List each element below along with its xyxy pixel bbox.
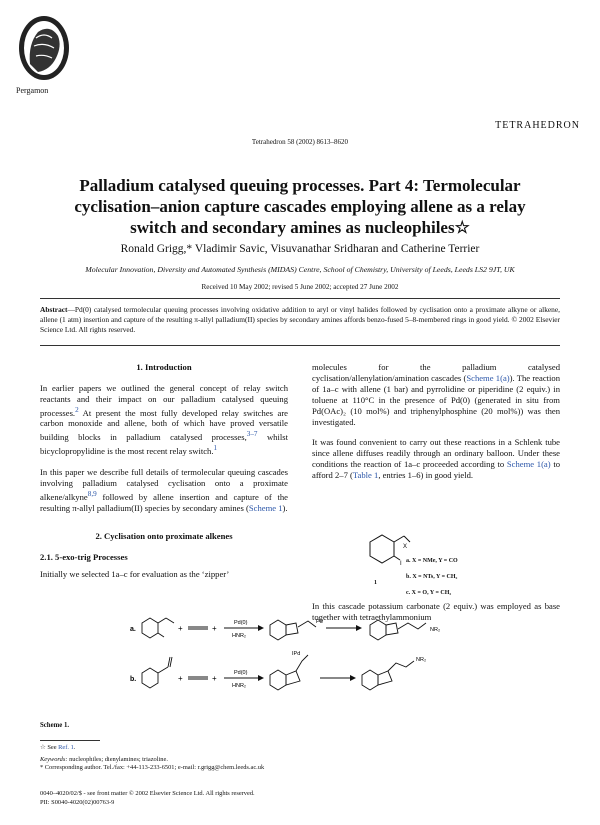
svg-text:I: I — [400, 561, 402, 567]
arrow-reagent-top: Pd(0) — [234, 670, 248, 676]
text-span: . — [73, 744, 76, 751]
pd-label: Pd — [316, 619, 323, 625]
publisher-logo — [16, 14, 72, 86]
text-span: , entries 1–6) in good yield. — [378, 470, 474, 481]
received-dates: Received 10 May 2002; revised 5 June 200… — [201, 283, 399, 291]
text-span: ☆ See — [40, 744, 59, 751]
ref-link[interactable]: 3–7 — [246, 430, 258, 439]
right-paragraph-2: It was found convenient to carry out the… — [312, 437, 560, 481]
product-ring — [369, 619, 387, 641]
journal-citation: Tetrahedron 58 (2002) 8613–8620 — [251, 138, 349, 146]
ipd-label: IPd — [292, 651, 300, 657]
compound-variant-c: c. X = O, Y = CH₂ — [406, 590, 452, 596]
arrow-reagent-top: Pd(0) — [234, 620, 248, 626]
corresponding-author: * Corresponding author. Tel./fax: +44-11… — [40, 764, 265, 772]
intro-paragraph-2: In this paper we describe full details o… — [40, 467, 288, 513]
text-span: In earlier papers we outlined the genera… — [40, 382, 288, 418]
journal-name: TETRAHEDRON — [495, 120, 580, 131]
author-list: Ronald Grigg,* Vladimir Savic, Visuvanat… — [120, 243, 480, 255]
title-line-3: switch and secondary amines as nucleophi… — [130, 218, 470, 237]
section-2-heading: 2. Cyclisation onto proximate alkenes — [95, 531, 233, 542]
bottom-matter: 0040–4020/02/$ - see front matter © 2002… — [40, 790, 560, 807]
compound-variant-a: a. X = NMe, Y = CO — [406, 558, 458, 564]
ref-link[interactable]: 2 — [75, 405, 79, 414]
publisher-name: Pergamon — [16, 86, 49, 95]
pii-line: PII: S0040-4020(02)00763-9 — [40, 798, 115, 806]
left-column: 1. Introduction In earlier papers we out… — [40, 362, 288, 590]
intermediate-ring — [269, 669, 287, 691]
arrow-reagent-bottom: HNR₂ — [232, 683, 246, 689]
scheme-1-drawing: a. + + Pd(0) HNR₂ Pd NR₂ b. + + Pd — [130, 617, 440, 691]
nr2-label: NR₂ — [416, 657, 426, 663]
svg-text:X: X — [403, 544, 407, 550]
compound-1-drawing: I X — [369, 534, 411, 567]
abstract-bottom-rule — [40, 345, 560, 346]
right-column: molecules for the palladium catalysed cy… — [312, 362, 560, 491]
text-span: ). The reaction of 1a–c with allene (1 b… — [312, 372, 560, 427]
scheme-1: a. + + Pd(0) HNR₂ Pd NR₂ b. + + Pd — [130, 615, 570, 710]
scheme-caption: Scheme 1. — [40, 722, 70, 729]
section-2-paragraph: Initially we selected 1a–c for evaluatio… — [40, 569, 230, 580]
title-line-1: Palladium catalysed queuing processes. P… — [79, 176, 521, 195]
text-span: In this paper we describe full details o… — [40, 466, 288, 502]
article-title: Palladium catalysed queuing processes. P… — [60, 175, 540, 238]
svg-text:+: + — [212, 624, 217, 633]
intro-paragraph-1: In earlier papers we outlined the genera… — [40, 383, 288, 457]
title-line-2: cyclisation–anion capture cascades emplo… — [74, 197, 526, 216]
right-paragraph-3: In this cascade potassium carbonate (2 e… — [312, 601, 560, 622]
intermediate-ring — [269, 619, 287, 641]
compound-variant-b: b. X = NTs, Y = CH₂ — [406, 574, 458, 580]
keywords-text: nucleophiles; dienylamines; triazoline. — [67, 755, 168, 763]
compound-1-structure: I X 1 a. X = NMe, Y = CO b. X = NTs, Y =… — [360, 530, 560, 596]
svg-text:+: + — [178, 624, 183, 633]
subsection-heading: 2.1. 5-exo-trig Processes — [40, 552, 128, 563]
keywords-label: Keywords: — [40, 755, 68, 763]
issn-line: 0040–4020/02/$ - see front matter © 2002… — [40, 790, 255, 797]
right-paragraph-1: molecules for the palladium catalysed cy… — [312, 362, 560, 427]
ref-link[interactable]: Ref. 1 — [58, 744, 74, 751]
benzene-ring — [141, 667, 159, 689]
affiliation: Molecular Innovation, Diversity and Auto… — [85, 265, 515, 274]
abstract-text: —Pd(0) catalysed termolecular queuing pr… — [40, 305, 560, 334]
arrow-reagent-bottom: HNR₂ — [232, 633, 246, 639]
scheme-link[interactable]: Scheme 1 — [248, 502, 283, 513]
title-footnote: ☆ See Ref. 1. — [40, 744, 560, 753]
text-span: molecules for the palladium catalysed cy… — [312, 362, 560, 383]
text-span: At present the most fully developed rela… — [40, 407, 288, 443]
product-ring — [361, 669, 379, 691]
scheme-row-b-label: b. — [130, 676, 136, 683]
text-span: It was found convenient to carry out the… — [312, 437, 560, 470]
text-span: followed by allene insertion and capture… — [40, 491, 288, 513]
footnotes: ☆ See Ref. 1. Keywords: nucleophiles; di… — [40, 744, 560, 773]
intro-heading: 1. Introduction — [136, 362, 192, 372]
svg-text:+: + — [178, 674, 183, 683]
table-link[interactable]: Table 1 — [352, 470, 379, 481]
benzene-ring — [141, 617, 159, 639]
right-column-continued: In this cascade potassium carbonate (2 e… — [312, 601, 560, 633]
footnote-rule — [40, 740, 100, 741]
scheme-link[interactable]: Scheme 1(a) — [466, 372, 510, 383]
text-span: whilst bicyclopropylidine is the most re… — [40, 432, 288, 457]
scheme-link[interactable]: Scheme 1(a) — [506, 459, 551, 470]
ref-link[interactable]: 1 — [213, 444, 218, 453]
text-span: ). — [282, 502, 288, 513]
keywords: Keywords: nucleophiles; dienylamines; tr… — [40, 756, 560, 765]
abstract-top-rule — [40, 298, 560, 299]
nr2-label: NR₂ — [430, 627, 440, 633]
abstract: Abstract—Pd(0) catalysed termolecular qu… — [40, 305, 560, 335]
scheme-row-a-label: a. — [130, 626, 136, 633]
svg-text:+: + — [212, 674, 217, 683]
compound-number: 1 — [374, 580, 377, 586]
abstract-label: Abstract — [40, 305, 68, 314]
text-span: to afford 2–7 ( — [312, 459, 560, 481]
ref-link[interactable]: 8,9 — [87, 489, 97, 498]
